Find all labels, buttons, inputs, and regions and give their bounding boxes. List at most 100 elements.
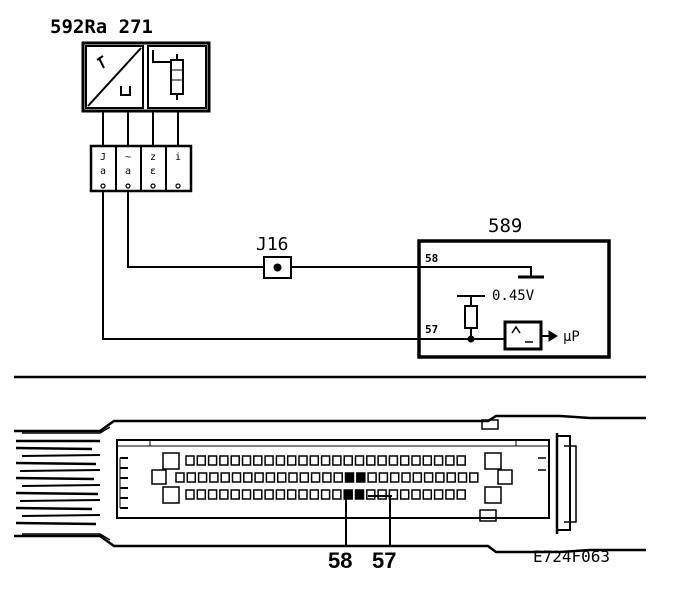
connector-pin (411, 455, 421, 466)
output-label: µP (563, 329, 580, 345)
ad-converter (419, 320, 558, 351)
connector-pin (309, 489, 320, 500)
connector-pin (207, 455, 218, 466)
connector-pin-58-label: 58 (328, 548, 352, 573)
connector-pin (354, 455, 365, 466)
connector-pin (377, 455, 387, 466)
connector-key (497, 469, 513, 485)
plug-pin-marks: J a ~ a z ɛ i (100, 152, 181, 189)
pin-57-label: 57 (425, 323, 438, 336)
connector-pin (207, 489, 218, 500)
plug-pin-2-top: ~ (125, 152, 131, 163)
connector-key (162, 452, 180, 470)
pin-58-label: 58 (425, 252, 438, 265)
connector-pin (411, 489, 421, 500)
intermediate-plug (89, 144, 193, 193)
connector-pin (456, 455, 466, 466)
connector-pin (367, 472, 377, 483)
connector-pin (185, 489, 195, 500)
connector-pin (366, 455, 376, 466)
connector-pin (399, 455, 410, 466)
connector-pin (435, 472, 445, 483)
connector-pin (276, 472, 287, 483)
connector-pin (220, 472, 230, 483)
connector-pin (197, 472, 208, 483)
connector-pin (422, 489, 433, 500)
connector-pin (469, 472, 479, 483)
connector-pin (332, 455, 342, 466)
connector-pin (322, 472, 332, 483)
connector-pin (231, 472, 242, 483)
connector-pin (445, 489, 455, 500)
connector-pin (298, 455, 308, 466)
connector-pin (389, 472, 400, 483)
connector-pin (264, 455, 274, 466)
connector-pin (456, 489, 466, 500)
plug-pin-2-bottom: a (125, 166, 131, 177)
connector-pin (243, 472, 253, 483)
connector-pin (286, 455, 297, 466)
plug-pin-3-bottom: ɛ (150, 166, 156, 177)
connector-key (162, 486, 180, 504)
signal-wires (102, 191, 419, 340)
connector-pin (333, 472, 343, 483)
connector-pin (366, 489, 376, 500)
connector-pin (446, 472, 456, 483)
connector-pin (343, 489, 353, 500)
connector-pin-grid (151, 452, 513, 504)
connector-pin (253, 455, 263, 466)
connector-pin (343, 455, 353, 466)
connector-pin (399, 489, 410, 500)
pin-leaders (345, 495, 392, 545)
connector-pin (356, 472, 366, 483)
connector-pin (378, 472, 389, 483)
ground-symbol (419, 266, 544, 279)
ecu-label: 589 (488, 215, 522, 237)
connector-pin (275, 455, 286, 466)
connector-pin-57-label: 57 (372, 548, 396, 573)
connector-pin (241, 489, 252, 500)
sensor-to-plug-wires (102, 111, 179, 146)
connector-pin (354, 489, 365, 500)
connector-pin (332, 489, 342, 500)
connector-pin (275, 489, 286, 500)
connector-pin (286, 489, 297, 500)
connector-pin (241, 455, 252, 466)
figure-code: E724F063 (533, 547, 610, 566)
junction-label: J16 (256, 234, 289, 255)
connector-pin (309, 455, 320, 466)
connector-pin (320, 455, 331, 466)
plug-pin-1-bottom: a (100, 166, 106, 177)
connector-pin (175, 472, 185, 483)
bias-resistor (457, 295, 485, 343)
ecu-connector (14, 414, 646, 554)
connector-key (484, 486, 502, 504)
junction-j16 (263, 256, 292, 279)
connector-pin (388, 489, 399, 500)
plug-pin-1-top: J (100, 152, 106, 163)
connector-pin (320, 489, 331, 500)
connector-pin (457, 472, 468, 483)
plug-pin-4-top: i (175, 152, 181, 163)
connector-pin (422, 455, 433, 466)
connector-pin (423, 472, 434, 483)
sensor-label: 592Ra 271 (50, 16, 153, 38)
connector-pin (445, 455, 455, 466)
connector-pin (299, 472, 310, 483)
connector-pin (298, 489, 308, 500)
connector-pin (185, 455, 195, 466)
connector-pin (196, 455, 207, 466)
connector-pin (310, 472, 321, 483)
connector-pin (253, 489, 263, 500)
connector-pin (219, 489, 229, 500)
connector-pin (288, 472, 298, 483)
voltage-label: 0.45V (492, 288, 535, 304)
connector-pin (219, 455, 229, 466)
connector-pin (412, 472, 423, 483)
connector-pin (186, 472, 197, 483)
connector-pin (230, 455, 240, 466)
connector-pin (433, 489, 444, 500)
connector-pin (209, 472, 219, 483)
plug-pin-3-top: z (150, 152, 156, 163)
